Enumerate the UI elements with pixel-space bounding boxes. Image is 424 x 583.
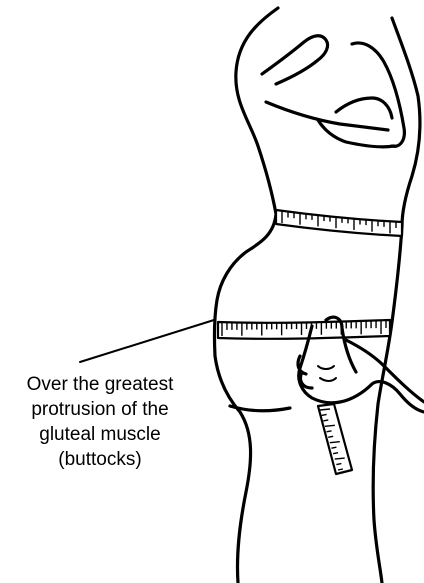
callout-leader-line bbox=[80, 320, 214, 362]
tape-tick bbox=[338, 469, 343, 470]
tape-end-hanging bbox=[318, 404, 352, 474]
tape-tick bbox=[333, 453, 338, 454]
tape-tick bbox=[322, 414, 327, 415]
tape-tick bbox=[323, 420, 328, 421]
tape-tick bbox=[330, 442, 340, 443]
callout-line-2: protrusion of the bbox=[0, 397, 200, 422]
tape-tick bbox=[320, 409, 330, 410]
callout-line-1: Over the greatest bbox=[0, 372, 200, 397]
hip-tape-band bbox=[218, 320, 390, 339]
body-outline bbox=[214, 8, 420, 583]
tape-tick bbox=[336, 464, 341, 465]
tape-tick bbox=[331, 447, 336, 448]
waist-tape-band bbox=[276, 210, 402, 236]
callout-label: Over the greatest protrusion of the glut… bbox=[0, 372, 200, 472]
tape-tick bbox=[328, 436, 333, 437]
tape-tick bbox=[325, 425, 335, 426]
callout-line-3: gluteal muscle bbox=[0, 422, 200, 447]
tape-tick bbox=[327, 431, 332, 432]
tape-tick bbox=[335, 458, 345, 459]
callout-line-4: (buttocks) bbox=[0, 447, 200, 472]
